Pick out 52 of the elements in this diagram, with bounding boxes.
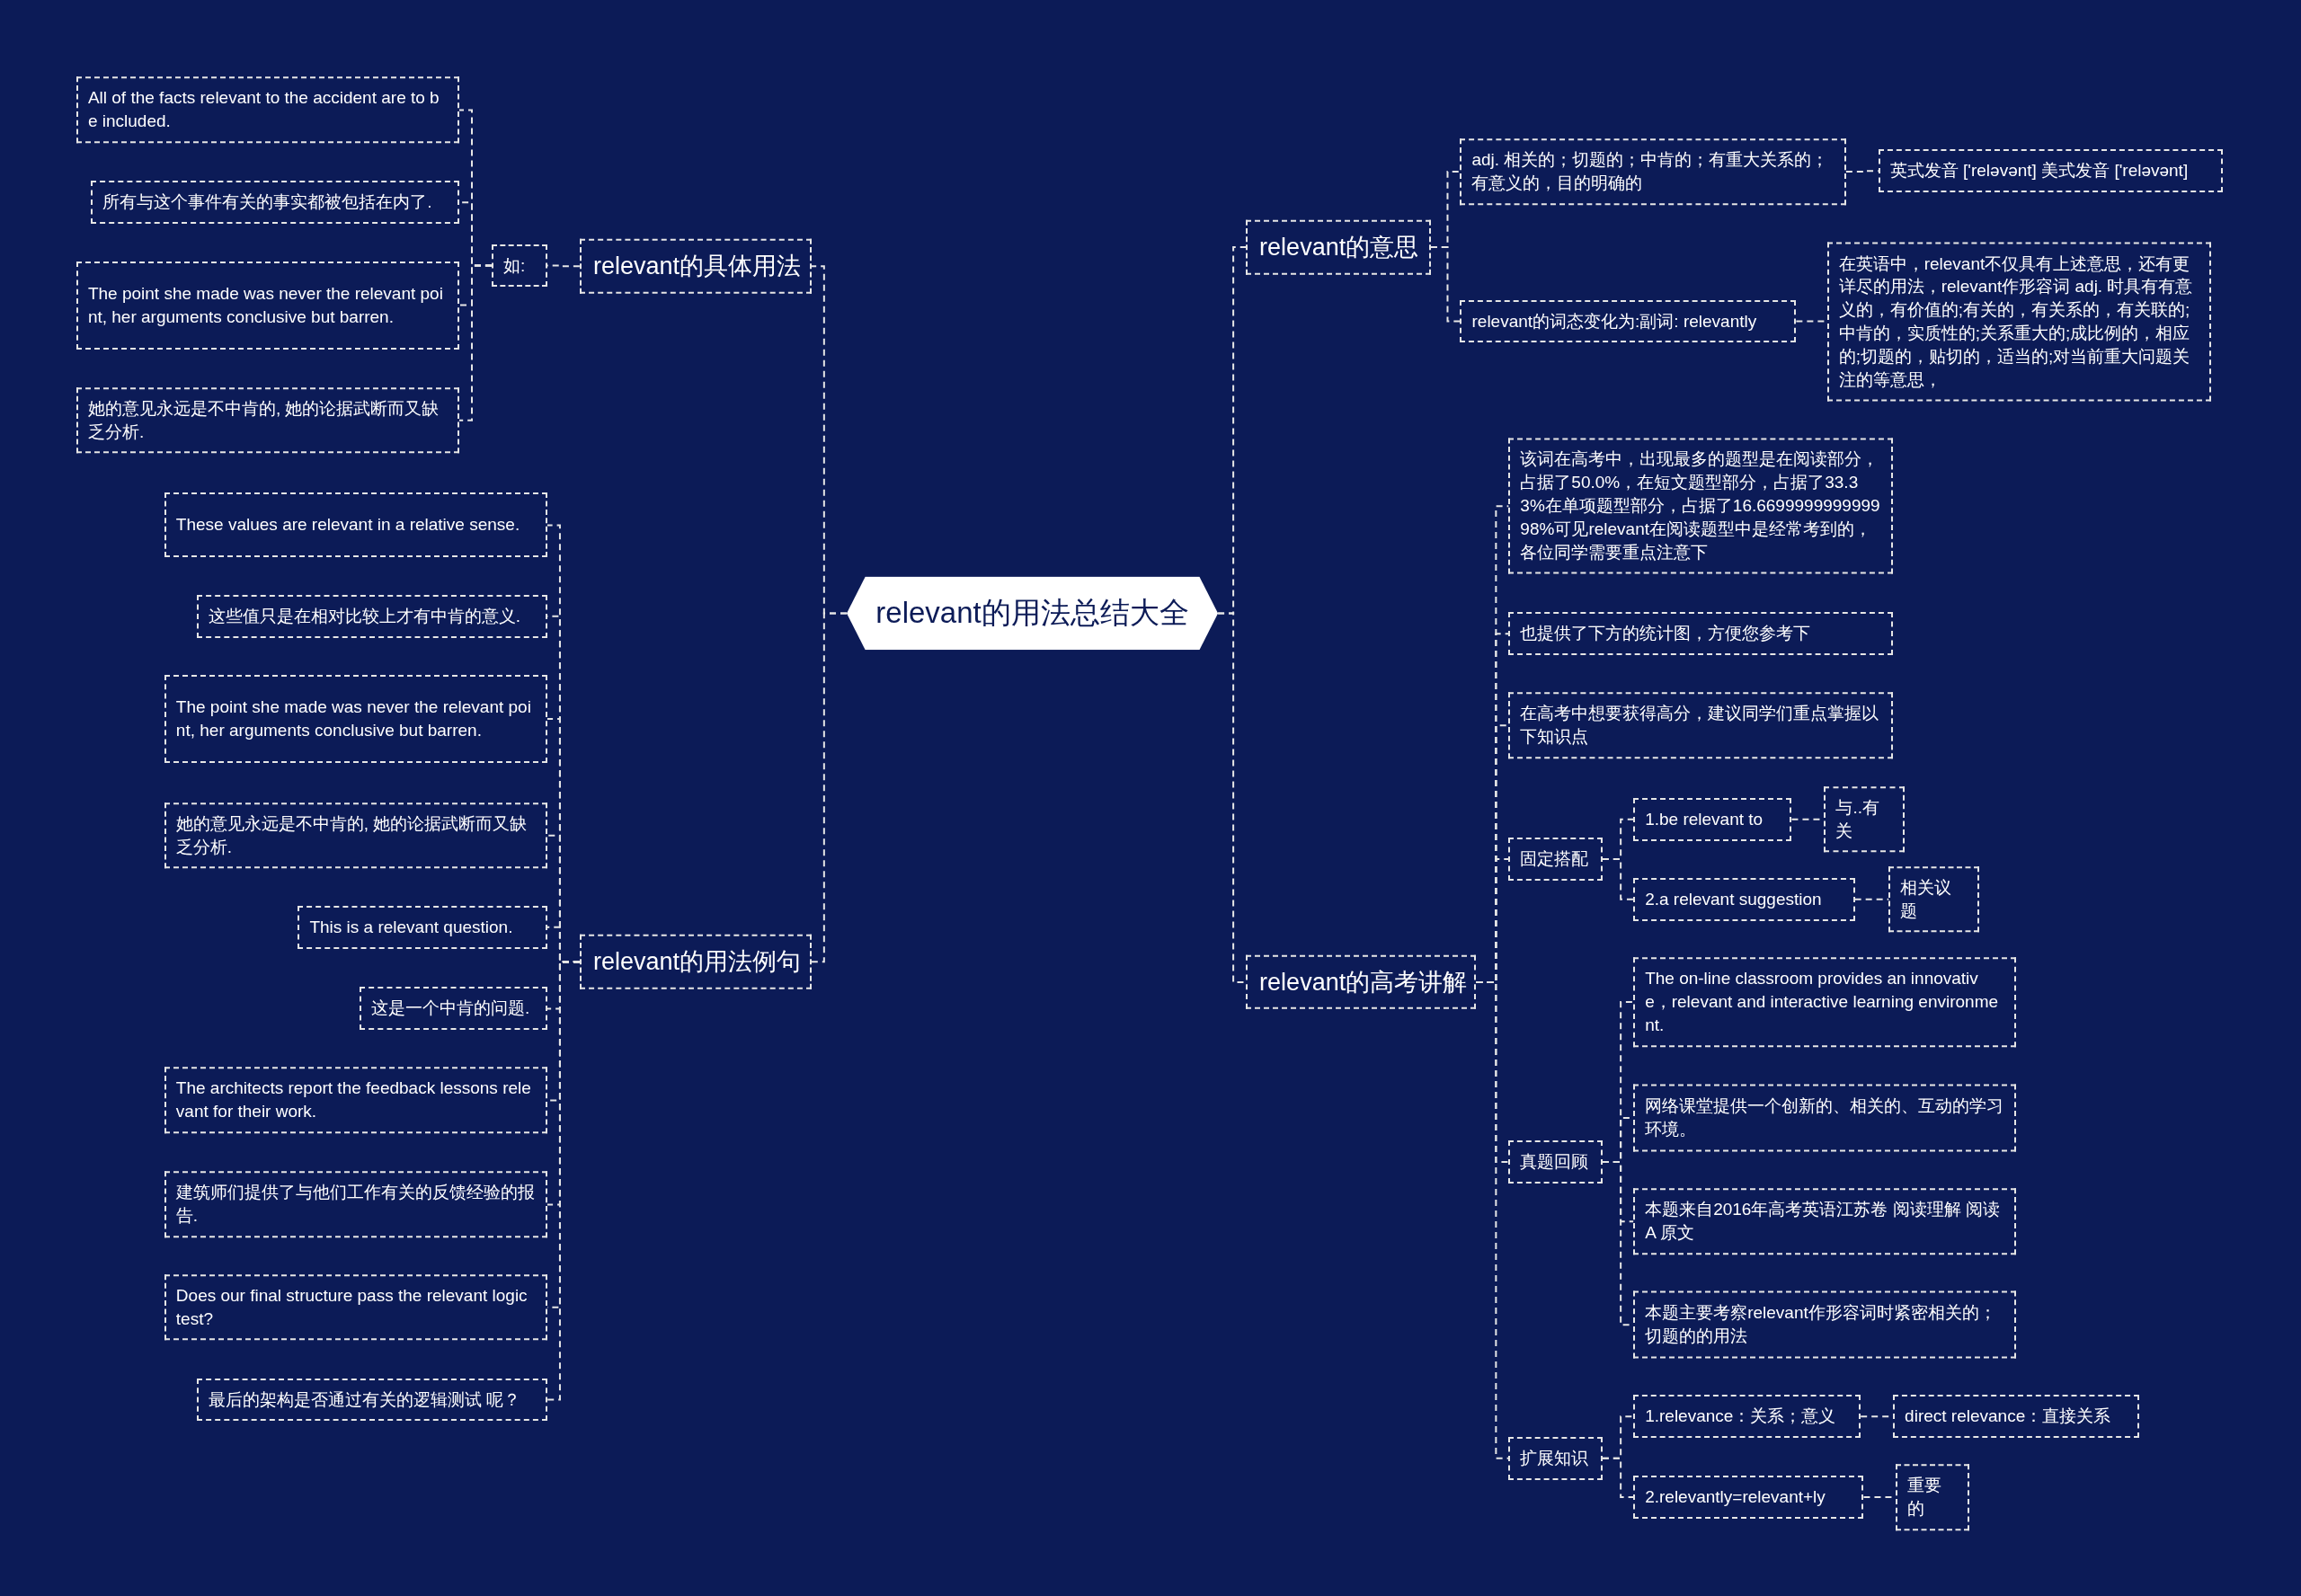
topic-box: 这些值只是在相对比较上才有中肯的意义.	[196, 594, 547, 638]
topic-box: 在高考中想要获得高分，建议同学们重点掌握以下知识点	[1508, 692, 1894, 759]
branch-box: relevant的意思	[1246, 219, 1431, 275]
topic-box: 本题主要考察relevant作形容词时紧密相关的；切题的的用法	[1633, 1290, 2017, 1359]
topic-box: 网络课堂提供一个创新的、相关的、互动的学习环境。	[1633, 1084, 2017, 1152]
topic-box: These values are relevant in a relative sense.	[164, 492, 547, 558]
topic-box: All of the facts relevant to the accident are to be included.	[76, 76, 459, 144]
topic-box: 如:	[491, 244, 547, 288]
connector	[546, 961, 581, 1401]
connector	[1844, 170, 1879, 173]
branch-box: relevant的具体用法	[579, 239, 812, 294]
connector	[1429, 246, 1461, 323]
topic-box: direct relevance：直接关系	[1893, 1395, 2140, 1439]
topic-box: The on-line classroom provides an innovative，relevant and interactive learning environment.	[1633, 957, 2017, 1047]
topic-box: 相关议题	[1888, 866, 1980, 933]
topic-box: 2.a relevant suggestion	[1633, 877, 1855, 921]
topic-box: 1.relevance：关系；意义	[1633, 1395, 1861, 1439]
topic-box: The architects report the feedback lessons relevant for their work.	[164, 1067, 547, 1134]
connector	[458, 264, 493, 421]
connector	[1853, 898, 1890, 900]
topic-box: 她的意见永远是不中肯的, 她的论据武断而又缺乏分析.	[164, 802, 547, 869]
connector	[1601, 1457, 1635, 1499]
branch-box: relevant的用法例句	[579, 935, 812, 989]
central-topic: relevant的用法总结大全	[847, 576, 1219, 651]
topic-box: 她的意见永远是不中肯的, 她的论据武断而又缺乏分析.	[76, 386, 459, 454]
topic-box: 真题回顾	[1508, 1140, 1603, 1184]
connector	[1475, 981, 1510, 1459]
topic-box: 该词在高考中，出现最多的题型是在阅读部分，占据了50.0%，在短文题型部分，占据了33.33%在单项题型部分，占据了16.669999999999998%可见relevant在阅读题型中是经常考到的，各位同学需要重点注意下	[1508, 438, 1894, 574]
topic-box: 所有与这个事件有关的事实都被包括在内了.	[91, 181, 459, 225]
topic-box: 本题来自2016年高考英语江苏卷 阅读理解 阅读A 原文	[1633, 1188, 2017, 1255]
connector	[810, 612, 848, 963]
topic-box: 英式发音 ['reləvənt] 美式发音 ['reləvənt]	[1878, 149, 2224, 193]
topic-box: Does our final structure pass the relevant logic test?	[164, 1273, 547, 1341]
topic-box: 在英语中，relevant不仅具有上述意思，还有更详尽的用法，relevant作形容词 adj. 时具有有意义的，有价值的;有关的，有关系的，有关联的;中肯的，实质性的;关系重大的;成比例的，相应的;切题的，贴切的，适当的;对当前重大问题关注的等意思，	[1826, 242, 2212, 402]
topic-box: 2.relevantly=relevant+ly	[1633, 1476, 1864, 1519]
topic-box: 与..有关	[1824, 786, 1906, 853]
branch-box: relevant的高考讲解	[1246, 954, 1477, 1010]
topic-box: The point she made was never the relevant point, her arguments conclusive but barren.	[164, 675, 547, 763]
topic-box: 固定搭配	[1508, 838, 1603, 881]
connector	[1601, 857, 1635, 900]
topic-box: 最后的架构是否通过有关的逻辑测试 呢？	[196, 1378, 547, 1422]
topic-box: 也提供了下方的统计图，方便您参考下	[1508, 612, 1894, 656]
topic-box: 这是一个中肯的问题.	[360, 987, 547, 1031]
topic-box: relevant的词态变化为:副词: relevantly	[1460, 299, 1797, 343]
topic-box: 重要的	[1896, 1464, 1969, 1530]
topic-box: The point she made was never the relevant point, her arguments conclusive but barren.	[76, 261, 459, 350]
topic-box: This is a relevant question.	[298, 905, 547, 949]
topic-box: 1.be relevant to	[1633, 797, 1792, 841]
topic-box: 扩展知识	[1508, 1436, 1603, 1480]
topic-box: adj. 相关的；切题的；中肯的；有重大关系的；有意义的，目的明确的	[1460, 138, 1846, 205]
connector	[546, 264, 581, 268]
topic-box: 建筑师们提供了与他们工作有关的反馈经验的报告.	[164, 1171, 547, 1238]
